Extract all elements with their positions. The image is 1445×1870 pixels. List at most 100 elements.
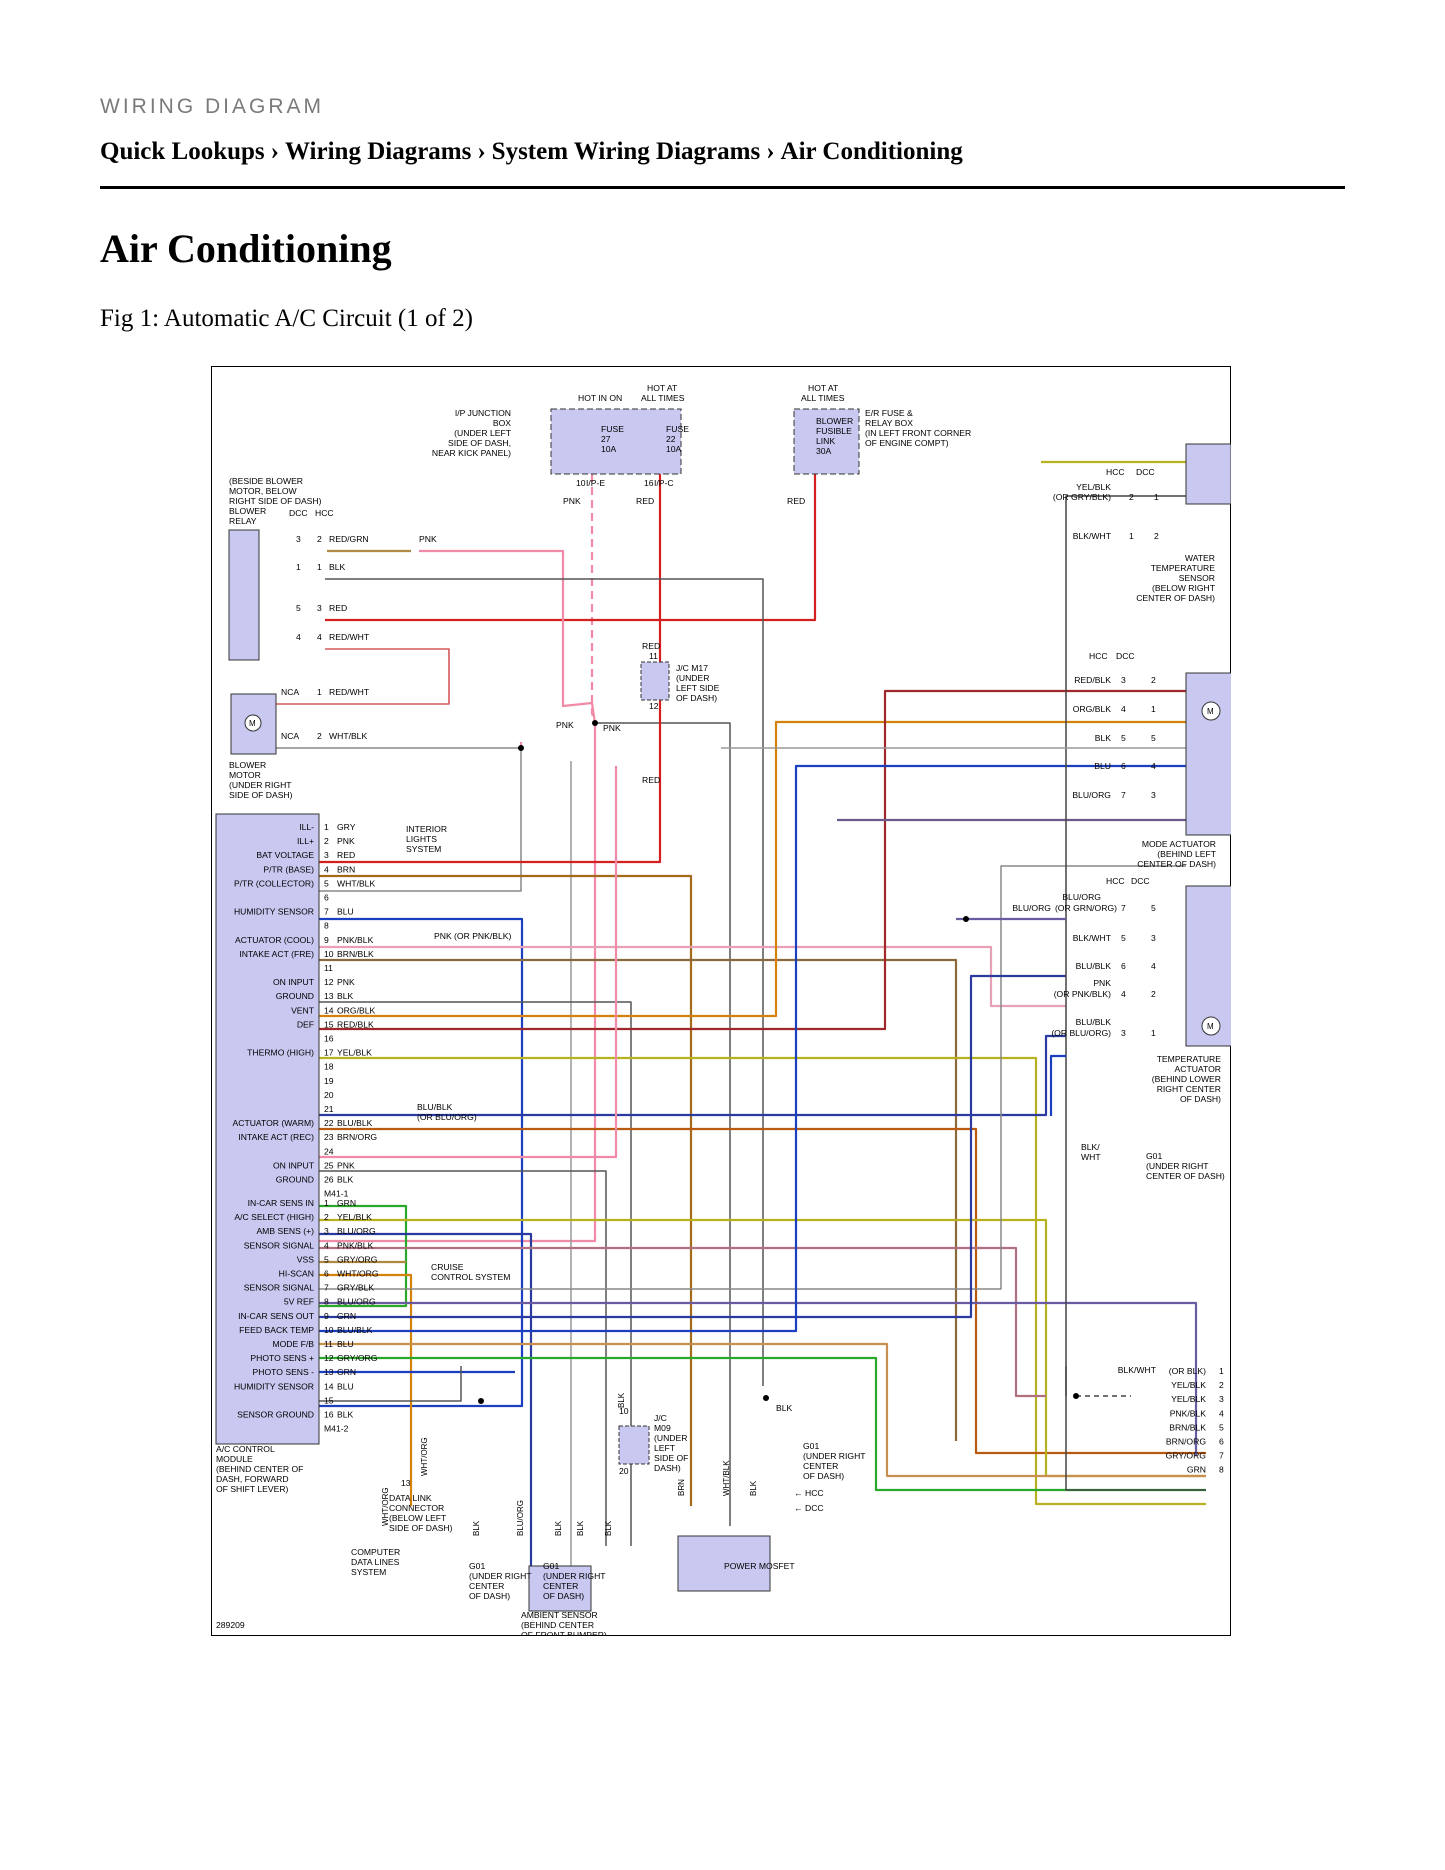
module-pin-label: P/TR (BASE) [263, 864, 314, 874]
bundle-wire-label: GRN [1187, 1465, 1206, 1475]
svg-text:1: 1 [296, 562, 301, 572]
bundle-wire-label: YEL/BLK [1171, 1380, 1206, 1390]
svg-text:(OR BLU/ORG): (OR BLU/ORG) [1051, 1028, 1111, 1038]
breadcrumb-system-wiring-diagrams[interactable]: System Wiring Diagrams [491, 138, 761, 165]
svg-text:1: 1 [317, 687, 322, 697]
svg-text:WHT: WHT [1081, 1152, 1101, 1162]
svg-text:AMBIENT SENSOR: AMBIENT SENSOR [521, 1610, 598, 1620]
svg-text:3: 3 [1121, 675, 1126, 685]
svg-text:RIGHT CENTER: RIGHT CENTER [1157, 1084, 1221, 1094]
svg-text:RED: RED [636, 496, 654, 506]
module-pin-label: INTAKE ACT (REC) [238, 1132, 314, 1142]
wire-color-label: PNK/BLK [337, 1240, 374, 1250]
breadcrumb-separator: › [270, 138, 279, 165]
breadcrumb-separator: › [766, 138, 775, 165]
svg-text:BLU/BLK: BLU/BLK [1076, 1017, 1112, 1027]
svg-text:CENTER: CENTER [543, 1581, 578, 1591]
svg-text:DATA LINES: DATA LINES [351, 1557, 400, 1567]
breadcrumb-air-conditioning[interactable]: Air Conditioning [780, 138, 963, 165]
pin-number: 18 [324, 1062, 334, 1072]
svg-text:OF ENGINE COMPT): OF ENGINE COMPT) [865, 438, 949, 448]
svg-text:13: 13 [401, 1478, 411, 1488]
svg-text:CONTROL SYSTEM: CONTROL SYSTEM [431, 1272, 510, 1282]
svg-text:WHT/BLK: WHT/BLK [722, 1460, 731, 1496]
pin-number: 3 [324, 1226, 329, 1236]
svg-text:ALL TIMES: ALL TIMES [801, 393, 845, 403]
pin-number: 14 [324, 1381, 334, 1391]
svg-text:6: 6 [1121, 961, 1126, 971]
pin-number: 1 [324, 822, 329, 832]
breadcrumb-quick-lookups[interactable]: Quick Lookups [100, 138, 265, 165]
pin-number: 8 [324, 921, 329, 931]
module-pin-label: DEF [297, 1019, 314, 1029]
svg-text:CENTER: CENTER [803, 1461, 838, 1471]
pin-number: 12 [324, 977, 334, 987]
wire-color-label: WHT/BLK [337, 878, 375, 888]
bundle-wire-label: BRN/ORG [1166, 1437, 1206, 1447]
wire-color-label: BLK [337, 1410, 354, 1420]
breadcrumb-wiring-diagrams[interactable]: Wiring Diagrams [285, 138, 472, 165]
svg-text:DASH): DASH) [654, 1463, 681, 1473]
wire-color-label: BLU/ORG [337, 1297, 376, 1307]
svg-text:BOX: BOX [493, 418, 511, 428]
bundle-wire-label: GRY/ORG [1166, 1451, 1207, 1461]
svg-text:SIDE OF: SIDE OF [654, 1453, 688, 1463]
svg-text:OF DASH): OF DASH) [1180, 1094, 1221, 1104]
svg-text:4: 4 [1121, 989, 1126, 999]
svg-text:5: 5 [1121, 933, 1126, 943]
svg-text:SIDE OF DASH): SIDE OF DASH) [389, 1523, 453, 1533]
svg-text:11: 11 [649, 651, 658, 661]
svg-text:(UNDER: (UNDER [654, 1433, 687, 1443]
svg-text:(OR PNK/BLK): (OR PNK/BLK) [1054, 989, 1111, 999]
header-divider [100, 186, 1345, 189]
wire-color-label: GRN [337, 1311, 356, 1321]
module-pin-label: SENSOR SIGNAL [244, 1283, 314, 1293]
wire-color-label: BRN/BLK [337, 949, 374, 959]
svg-text:OF DASH): OF DASH) [543, 1591, 584, 1601]
wire-color-label: GRY/ORG [337, 1353, 378, 1363]
svg-text:CENTER OF DASH): CENTER OF DASH) [1136, 593, 1215, 603]
svg-text:FUSIBLE: FUSIBLE [816, 426, 852, 436]
svg-text:BLK: BLK [472, 1520, 481, 1536]
svg-text:LINK: LINK [816, 436, 835, 446]
svg-text:WHT/BLK: WHT/BLK [329, 731, 367, 741]
svg-text:SENSOR: SENSOR [1179, 573, 1215, 583]
svg-text:LIGHTS: LIGHTS [406, 834, 437, 844]
svg-text:(BELOW LEFT: (BELOW LEFT [389, 1513, 447, 1523]
svg-text:BLU/BLK: BLU/BLK [417, 1102, 453, 1112]
svg-text:BLOWER: BLOWER [229, 760, 266, 770]
pin-number: 20 [324, 1090, 334, 1100]
breadcrumb: Quick Lookups›Wiring Diagrams›System Wir… [100, 138, 963, 166]
pin-number: 5 [324, 878, 329, 888]
svg-text:CRUISE: CRUISE [431, 1262, 464, 1272]
pin-number: 25 [324, 1160, 334, 1170]
pin-number: 11 [324, 963, 333, 973]
svg-text:(BEHIND LOWER: (BEHIND LOWER [1152, 1074, 1221, 1084]
svg-text:BLU/ORG: BLU/ORG [1012, 903, 1051, 913]
bundle-wire-label: BRN/BLK [1169, 1422, 1206, 1432]
svg-text:3: 3 [1121, 1028, 1126, 1038]
pin-number: 17 [324, 1048, 334, 1058]
wire-color-label: WHT/ORG [337, 1269, 379, 1279]
svg-text:10: 10 [576, 478, 586, 488]
svg-text:1: 1 [1154, 492, 1159, 502]
wire-color-label: ORG/BLK [337, 1005, 375, 1015]
module-pin-label: ILL+ [297, 836, 314, 846]
svg-text:BLK: BLK [554, 1520, 563, 1536]
wire-color-label: GRY [337, 822, 356, 832]
svg-text:3: 3 [317, 603, 322, 613]
svg-text:BLU: BLU [1094, 761, 1111, 771]
bundle-pin-number: 6 [1219, 1437, 1224, 1447]
svg-text:G01: G01 [803, 1441, 819, 1451]
svg-text:7: 7 [1121, 790, 1126, 800]
svg-text:20: 20 [619, 1466, 629, 1476]
svg-text:(BEHIND LEFT: (BEHIND LEFT [1157, 849, 1216, 859]
bundle-pin-number: 4 [1219, 1408, 1224, 1418]
svg-text:ACTUATOR: ACTUATOR [1175, 1064, 1221, 1074]
svg-text:2: 2 [1129, 492, 1134, 502]
breadcrumb-separator: › [477, 138, 486, 165]
svg-text:RED: RED [787, 496, 805, 506]
svg-text:MODE ACTUATOR: MODE ACTUATOR [1142, 839, 1216, 849]
svg-text:1: 1 [1129, 531, 1134, 541]
pin-number: 24 [324, 1146, 334, 1156]
